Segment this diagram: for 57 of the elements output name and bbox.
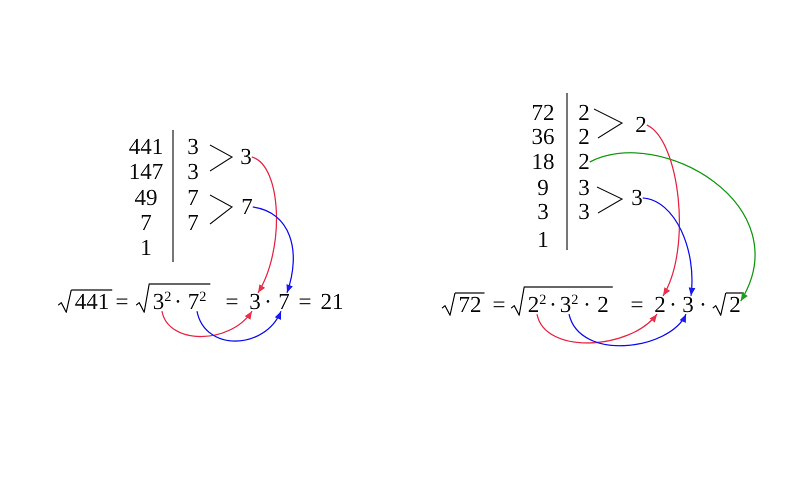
dividend: 1 xyxy=(140,238,152,258)
dividend: 49 xyxy=(134,188,158,208)
equals-sign: = xyxy=(116,292,128,312)
divisor: 2 xyxy=(578,104,590,122)
factor: 2 xyxy=(654,296,666,314)
result: 21 xyxy=(320,292,344,312)
radicand: 72 xyxy=(458,296,482,314)
multiplication-dot: · xyxy=(264,292,272,312)
multiplication-dot: · xyxy=(669,296,677,314)
prime-factor: 3 xyxy=(240,148,252,166)
divisor: 7 xyxy=(187,188,199,208)
dividend: 18 xyxy=(532,152,554,172)
prime-factor: 3 xyxy=(631,188,643,208)
divisor: 3 xyxy=(187,162,199,182)
dividend: 3 xyxy=(537,202,549,222)
radicand-factor: 2 xyxy=(597,296,609,314)
arrow xyxy=(642,197,695,296)
dividend: 1 xyxy=(537,230,549,250)
equals-sign: = xyxy=(630,296,644,314)
arrow xyxy=(536,314,658,344)
multiplication-dot: · xyxy=(549,296,557,314)
squared-factor: 3$^{2}$ xyxy=(560,290,578,314)
divisor: 2 xyxy=(578,128,590,146)
divisor: 3 xyxy=(578,178,590,198)
dividend: 9 xyxy=(537,178,549,198)
arrow xyxy=(161,310,252,338)
divisor: 3 xyxy=(187,138,199,156)
arrow xyxy=(590,152,756,302)
multiplication-dot: · xyxy=(699,296,707,314)
dividend: 7 xyxy=(140,214,152,232)
dividend: 72 xyxy=(532,104,554,122)
prime-factor: 2 xyxy=(635,116,647,134)
prime-factor: 7 xyxy=(241,198,253,216)
squared-factor: 2$^{2}$ xyxy=(528,290,546,314)
factor: 7 xyxy=(278,292,290,312)
arrow xyxy=(646,124,680,296)
arrow xyxy=(251,156,277,294)
dividend: 36 xyxy=(532,128,554,146)
dividend: 441 xyxy=(128,138,164,156)
squared-factor: 3$^{2}$ xyxy=(152,286,172,312)
dividend: 147 xyxy=(128,162,164,182)
arrow xyxy=(568,314,687,346)
divisor: 7 xyxy=(187,214,199,232)
equals-sign: = xyxy=(226,292,238,312)
arrow xyxy=(252,206,294,293)
radicand: 441 xyxy=(74,292,110,312)
equals-sign: = xyxy=(492,296,506,314)
squared-factor: 7$^{2}$ xyxy=(188,286,206,312)
factor: 3 xyxy=(682,296,694,314)
multiplication-dot: · xyxy=(174,292,182,312)
divisor: 2 xyxy=(578,152,590,172)
equals-sign: = xyxy=(298,292,312,312)
divisor: 3 xyxy=(578,202,590,222)
factor: 3 xyxy=(249,292,261,312)
multiplication-dot: · xyxy=(583,296,591,314)
radicand: 2 xyxy=(729,296,741,314)
arrow xyxy=(196,310,282,342)
